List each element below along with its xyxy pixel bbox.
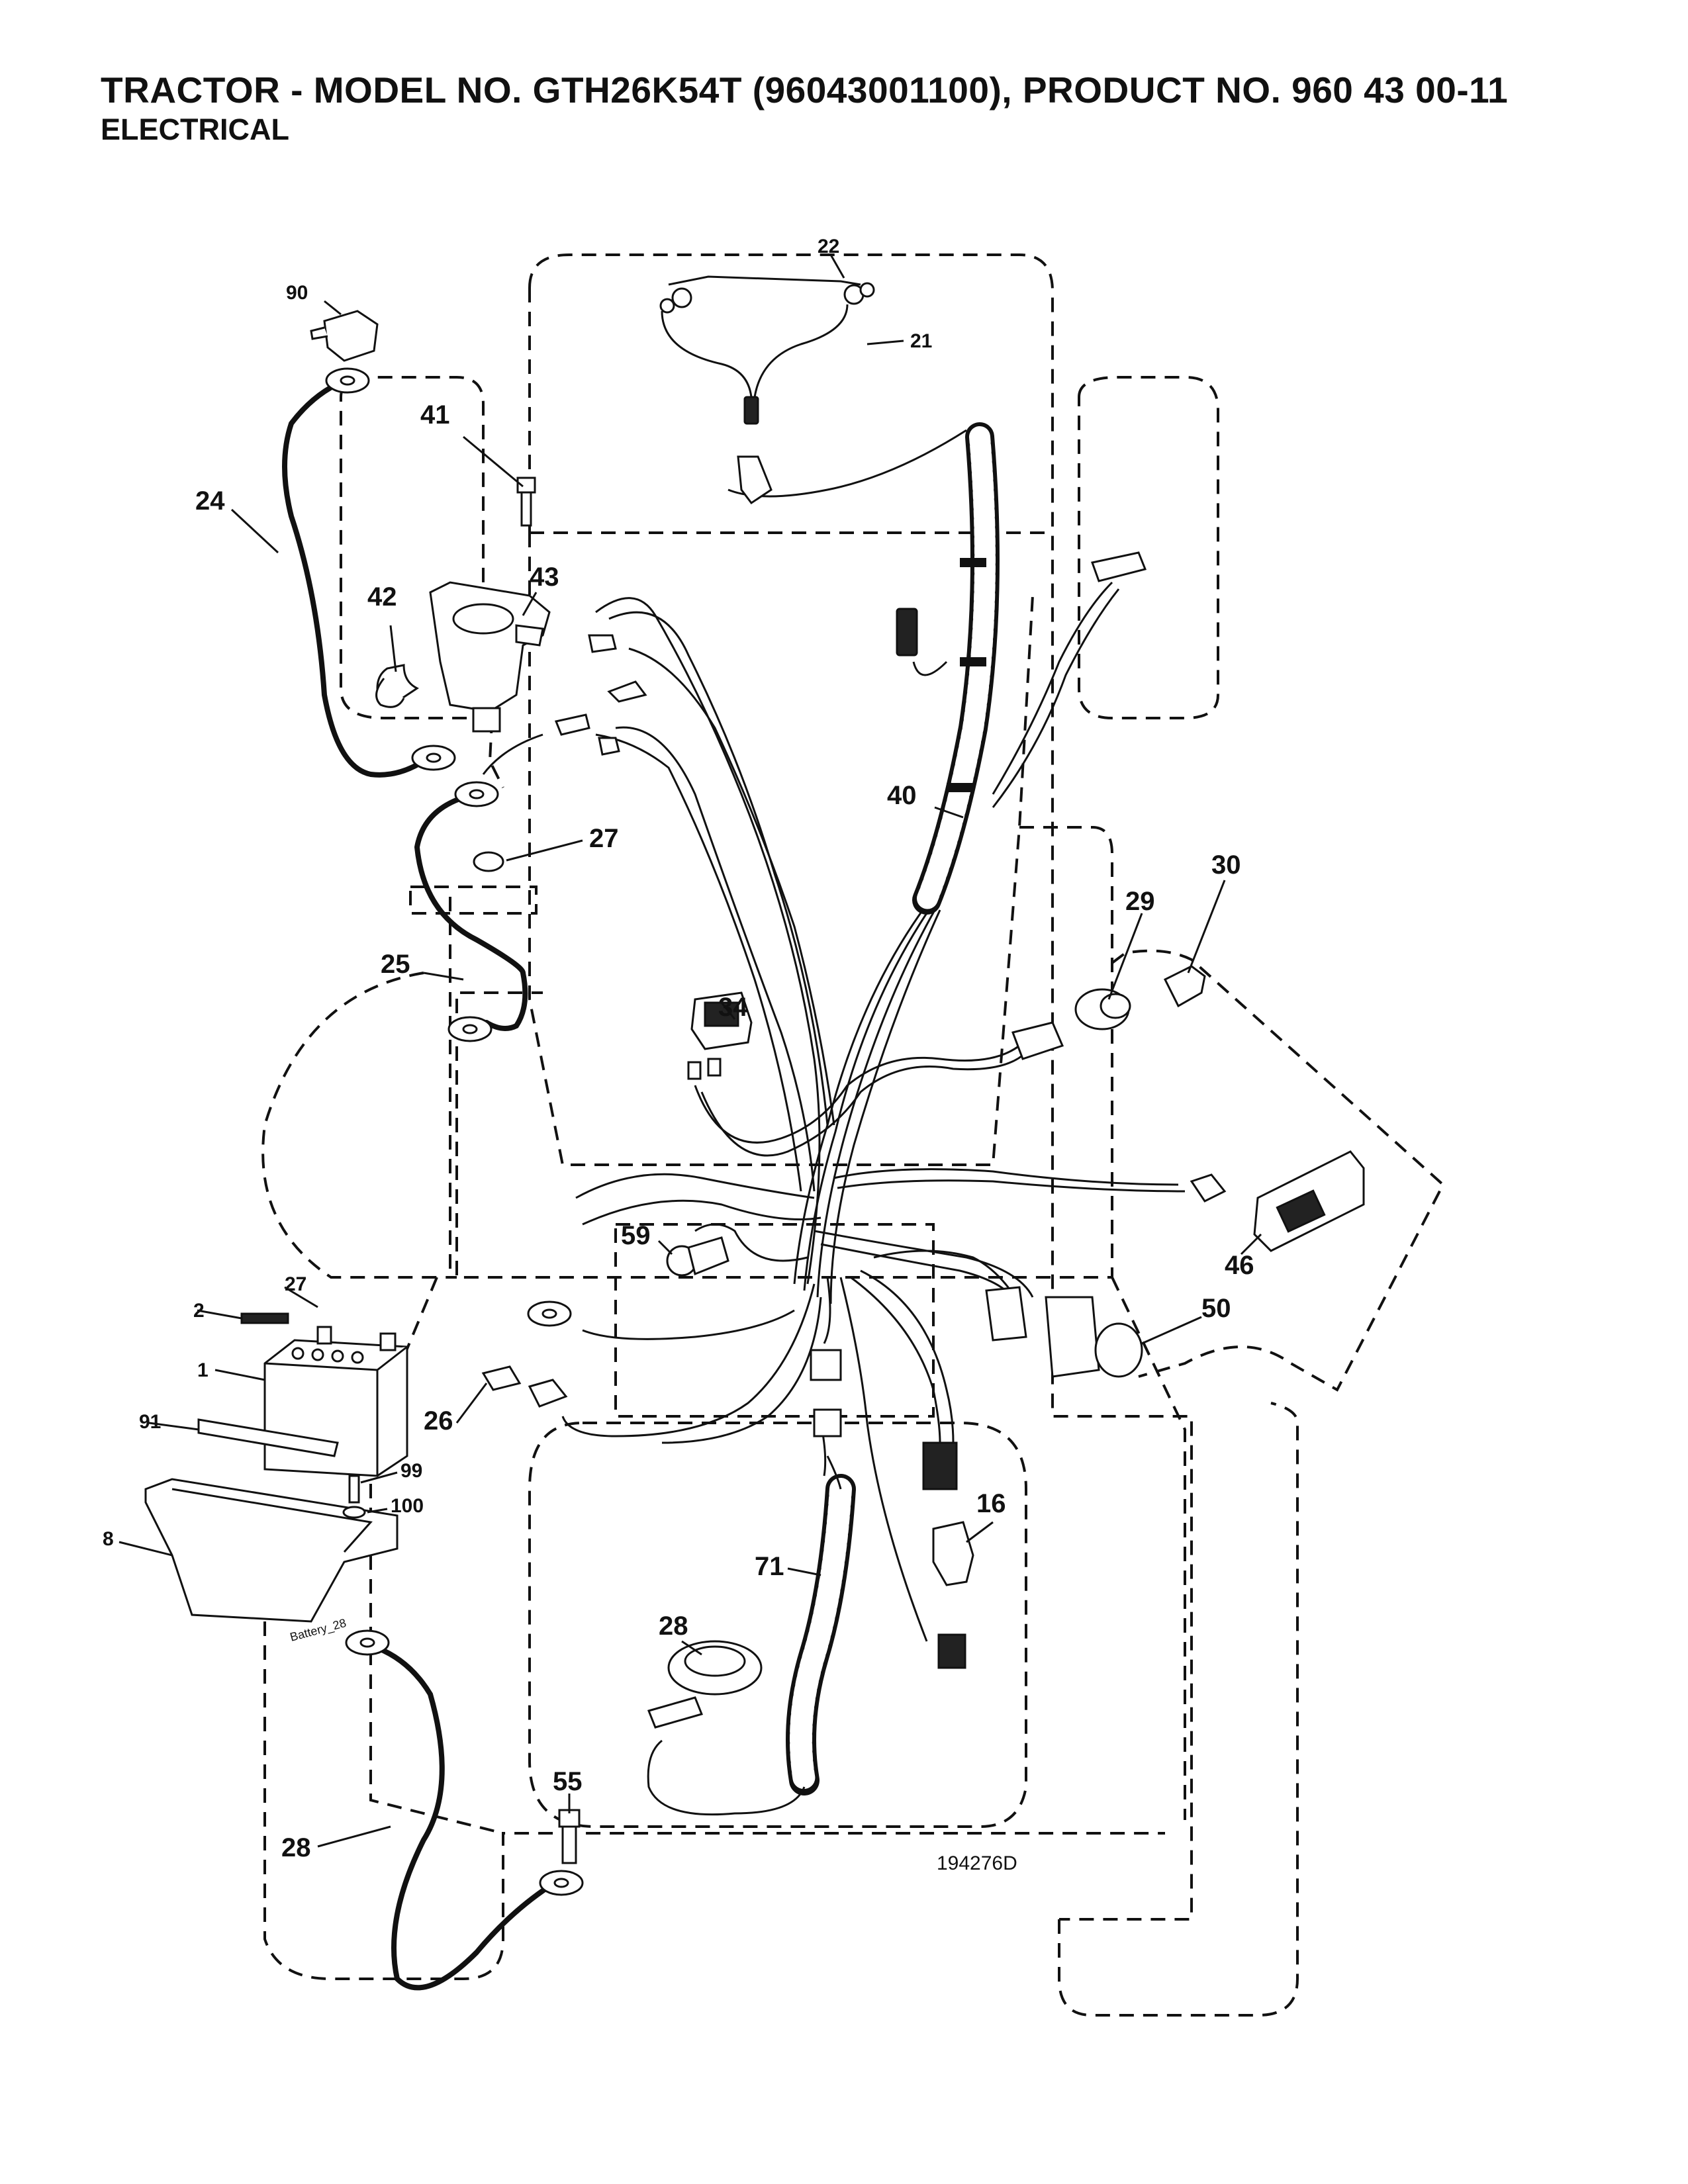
callout-50: 50 (1201, 1294, 1231, 1323)
callout-27-top: 27 (589, 824, 619, 853)
battery-cables (282, 381, 552, 1991)
callout-59: 59 (621, 1221, 651, 1250)
ring-terminals (325, 367, 584, 1896)
callout-33: 30 (1211, 850, 1241, 880)
callout-1: 1 (197, 1359, 209, 1381)
page-subtitle: ELECTRICAL (101, 113, 289, 146)
harness-conduit-40 (727, 422, 1120, 915)
callout-71: 71 (755, 1552, 784, 1581)
callout-29: 28 (659, 1612, 688, 1641)
callout-42: 42 (367, 582, 397, 612)
components (144, 275, 1365, 1864)
callout-34: 34 (718, 993, 748, 1022)
callout-26: 26 (424, 1406, 453, 1435)
callout-24: 24 (195, 486, 225, 516)
callout-41: 41 (420, 400, 450, 430)
callout-43: 43 (530, 563, 559, 592)
leader-lines (118, 254, 1262, 1848)
callout-100: 100 (391, 1495, 424, 1517)
callout-21: 21 (910, 330, 932, 352)
callout-22: 22 (818, 236, 839, 257)
callout-30: 29 (1125, 887, 1155, 916)
callout-25: 25 (381, 950, 410, 979)
callout-91: 91 (139, 1411, 161, 1433)
drawing-code: 194276D (937, 1852, 1017, 1874)
callout-8: 8 (103, 1528, 114, 1550)
callout-55: 55 (553, 1767, 583, 1796)
callout-16: 16 (976, 1489, 1006, 1518)
callout-2: 2 (193, 1300, 205, 1322)
callout-labels: 90 22 21 24 41 42 43 27 40 25 34 29 30 4… (103, 236, 1254, 1862)
callout-90: 90 (286, 282, 308, 304)
callout-46: 46 (1225, 1251, 1254, 1280)
page-title: TRACTOR - MODEL NO. GTH26K54T (960430011… (101, 69, 1509, 111)
callout-28: 28 (281, 1833, 311, 1862)
callout-27-battery: 27 (285, 1273, 306, 1295)
harness-wires (482, 597, 1186, 1642)
callout-40: 40 (887, 781, 917, 810)
callout-99: 99 (400, 1460, 422, 1482)
conduit-71 (647, 1455, 856, 1816)
